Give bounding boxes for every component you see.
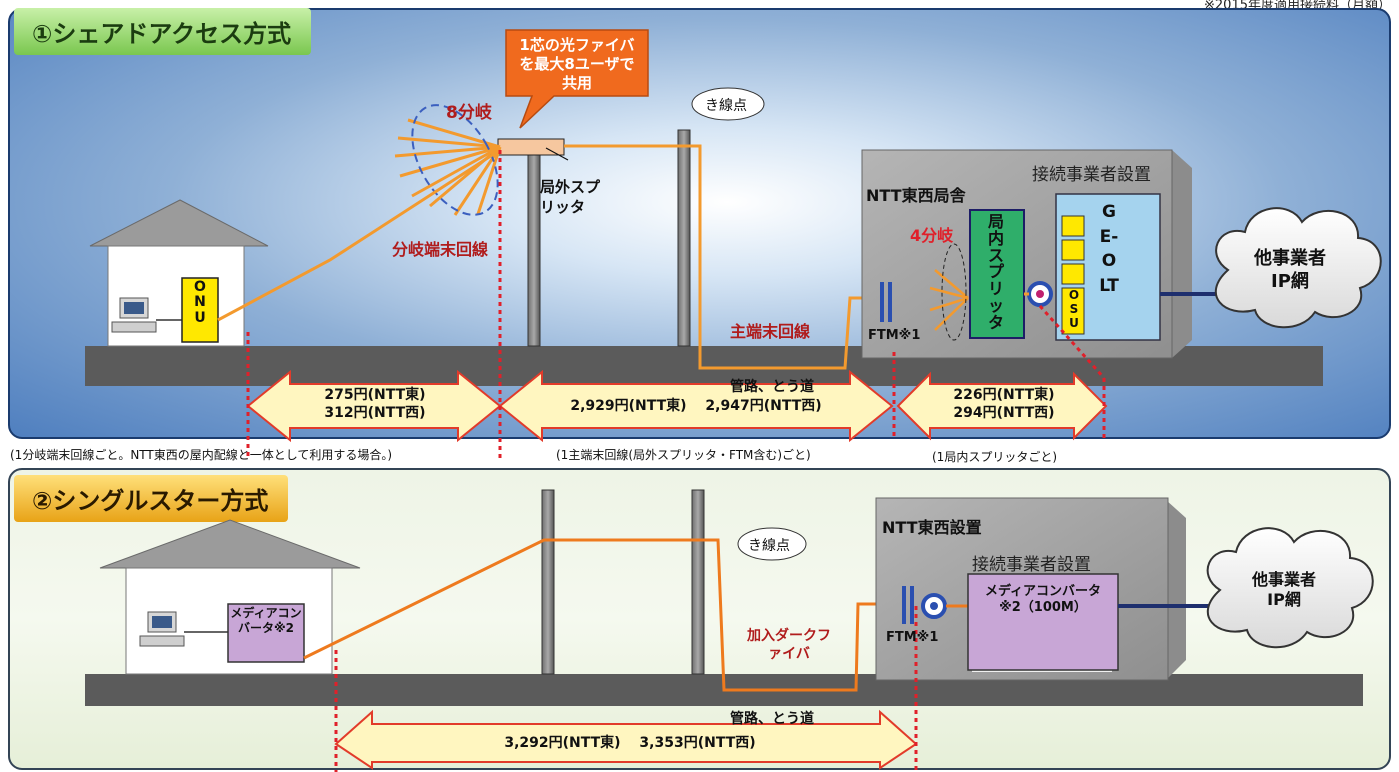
pole-3: [541, 489, 555, 675]
onu-label: ONU: [194, 279, 206, 326]
caption-1: (1分岐端末回線ごと。NTT東西の屋内配線と一体として利用する場合。): [10, 448, 393, 462]
dark-fiber-label: 加入ダークファイバ: [747, 628, 831, 662]
price-label-3: 226円(NTT東) 294円(NTT西): [953, 387, 1055, 421]
ftm-label-1: FTM※1: [868, 328, 921, 343]
osu-label: OSU: [1068, 288, 1080, 330]
operator-install-label-2: 接続事業者設置: [972, 555, 1091, 575]
caption-3: (1局内スプリッタごと): [932, 450, 1057, 464]
pole-4: [691, 489, 705, 675]
kisen-label-2: き線点: [748, 538, 790, 554]
pc-icon: [111, 297, 157, 333]
branch4-label: 4分岐: [910, 226, 954, 245]
media-converter-home-label: メディアコンバータ※2: [230, 606, 302, 635]
media-converter-office-box: [967, 573, 1119, 671]
indoor-splitter-box: [969, 209, 1025, 339]
operator-install-label-1: 接続事業者設置: [1032, 165, 1151, 185]
other-net-label-2: 他事業者IP網: [1251, 570, 1316, 609]
dark-fiber: [303, 538, 912, 692]
section2-title: ②シングルスター方式: [14, 475, 289, 522]
osu-box: [1061, 287, 1085, 335]
ftm-2-icon: [902, 586, 906, 624]
other-net-label-1: 他事業者IP網: [1254, 248, 1326, 292]
kisen-bubble-1: [691, 87, 765, 121]
kisen-label-1: き線点: [705, 98, 747, 114]
indoor-splitter-label: 局内スプリッタ: [987, 212, 1004, 332]
callout-bubble: [505, 29, 649, 129]
conduit-label-1: 管路、とう道: [730, 379, 814, 395]
ftm-1-icon: [880, 282, 884, 322]
main-line-label: 主端末回線: [730, 322, 811, 341]
section1-title: ①シェアドアクセス方式: [14, 8, 312, 55]
caption-2: (1主端末回線(局外スプリッタ・FTM含む)ごと): [556, 448, 811, 462]
house-roof-1: [89, 199, 269, 247]
pole-2: [677, 129, 691, 347]
ip-network-cloud-2: [1206, 527, 1374, 649]
branch-line-label: 分岐端末回線: [392, 240, 489, 259]
ftm-label-2: FTM※1: [886, 630, 939, 645]
price-label-1: 275円(NTT東) 312円(NTT西): [324, 387, 426, 421]
price-label-4: 3,292円(NTT東) 3,353円(NTT西): [504, 735, 756, 751]
pc-icon-2: [139, 611, 185, 647]
media-converter-home-box: [227, 603, 305, 663]
price-label-2: 2,929円(NTT東) 2,947円(NTT西): [570, 398, 822, 414]
media-converter-office-label: メディアコンバータ※2（100M）: [984, 584, 1102, 616]
callout-text: 1芯の光ファイバを最大8ユーザで共用: [519, 36, 635, 92]
onu-box: [181, 277, 219, 343]
price-arrow-3: [896, 371, 1108, 441]
conduit-label-2: 管路、とう道: [730, 711, 814, 727]
outdoor-splitter-label: 局外スプリッタ: [540, 178, 601, 216]
branch8-label: 8分岐: [446, 103, 492, 123]
house-roof-2: [99, 519, 361, 569]
ip-network-cloud-1: [1214, 207, 1382, 329]
pole-1: [527, 145, 541, 347]
ntt-office-label: NTT東西局舎: [866, 186, 966, 205]
gepon-label: GE-OLT: [1099, 202, 1119, 296]
ntt-install-label: NTT東西設置: [882, 518, 982, 537]
fiber-branches: [394, 118, 502, 216]
kisen-bubble-2: [737, 527, 807, 561]
price-arrow-2: [498, 369, 894, 443]
branch-fiber: [217, 148, 501, 322]
